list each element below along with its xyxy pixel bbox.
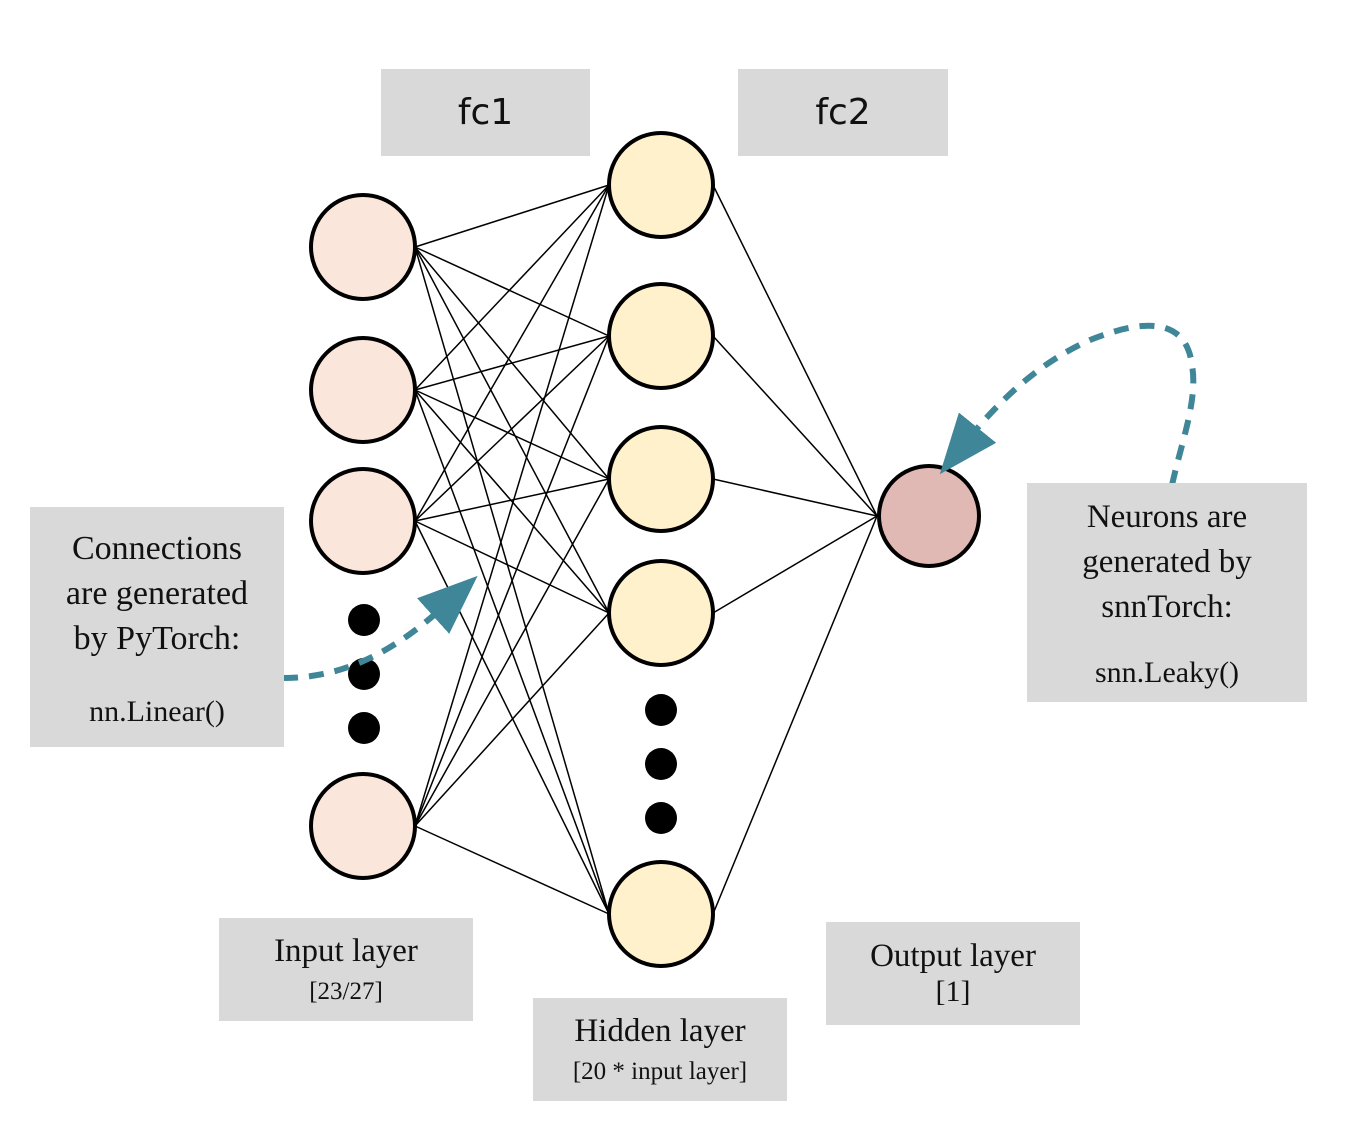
fc2-edge-2	[712, 478, 878, 517]
hidden-neuron-3	[607, 425, 715, 533]
connections-note-box: Connections are generated by PyTorch: nn…	[30, 507, 284, 747]
connections-note-line-2: are generated	[65, 574, 249, 612]
input-neuron-1	[309, 193, 417, 301]
output-layer-size: [1]	[935, 975, 971, 1008]
connections-code: nn.Linear()	[89, 694, 225, 728]
hidden-neuron-2	[607, 282, 715, 390]
fc1-edge-0-0	[414, 184, 610, 248]
fc2-edge-3	[712, 515, 878, 614]
input-ellipsis-dot-3	[348, 712, 380, 744]
hidden-layer-name: Hidden layer	[574, 1013, 746, 1049]
input-neuron-4	[309, 772, 417, 880]
fc1-edge-2-1	[414, 335, 610, 522]
input-neuron-3	[309, 467, 417, 575]
connections-arrow	[282, 575, 478, 681]
fc1-edge-3-0	[414, 184, 610, 827]
output-layer-name: Output layer	[870, 938, 1036, 974]
fc2-label-box: fc2	[738, 69, 948, 156]
fc1-edge-3-2	[414, 478, 610, 827]
input-neuron-2	[309, 336, 417, 444]
input-layer-size: [23/27]	[309, 978, 383, 1005]
input-ellipsis-dot-1	[348, 604, 380, 636]
hidden-neuron-1	[607, 131, 715, 239]
hidden-layer-label-box: Hidden layer [20 * input layer]	[533, 998, 787, 1101]
fc2-label: fc2	[815, 92, 871, 133]
fc1-edge-3-4	[414, 825, 610, 915]
hidden-neuron-5	[607, 860, 715, 968]
neurons-note-line-3: snnTorch:	[1101, 589, 1233, 625]
connections-note-line-3: by PyTorch:	[73, 619, 241, 657]
input-layer-name: Input layer	[274, 933, 418, 969]
input-ellipsis-dot-2	[348, 658, 380, 690]
fc1-edge-1-0	[414, 184, 610, 391]
hidden-ellipsis-dot-1	[645, 694, 677, 726]
hidden-ellipsis-dot-3	[645, 802, 677, 834]
neurons-note-line-1: Neurons are	[1086, 499, 1248, 535]
ellipsis-group	[348, 604, 677, 834]
hidden-neuron-4	[607, 559, 715, 667]
output-neuron	[877, 464, 981, 568]
neurons-note-line-2: generated by	[1082, 544, 1252, 580]
fc1-edge-0-1	[414, 246, 610, 337]
fc1-edge-3-1	[414, 335, 610, 827]
fc1-label: fc1	[457, 92, 514, 133]
hidden-ellipsis-dot-2	[645, 748, 677, 780]
connections-note-line-1: Connections	[72, 529, 242, 567]
input-layer-label-box: Input layer [23/27]	[219, 918, 473, 1021]
fc2-edge-1	[712, 335, 878, 517]
fc2-edge-4	[712, 515, 878, 915]
neurons-note-box: Neurons are generated by snnTorch: snn.L…	[1027, 483, 1307, 702]
fc1-edge-0-3	[414, 246, 610, 614]
fc2-edge-0	[712, 184, 878, 517]
neurons-group	[309, 131, 981, 968]
fc1-edge-1-2	[414, 389, 610, 480]
fc1-edge-2-0	[414, 184, 610, 522]
fc1-edge-2-3	[414, 520, 610, 614]
fc1-label-box: fc1	[381, 69, 590, 156]
neurons-arrow	[939, 322, 1197, 486]
connections-group	[414, 184, 878, 915]
hidden-layer-size: [20 * input layer]	[572, 1058, 748, 1085]
output-layer-label-box: Output layer [1]	[826, 922, 1080, 1025]
neurons-code: snn.Leaky()	[1094, 656, 1240, 689]
fc1-edge-2-2	[414, 478, 610, 522]
fc1-edge-1-1	[414, 335, 610, 391]
fc1-edge-1-3	[414, 389, 610, 614]
fc1-edge-3-3	[414, 612, 610, 827]
